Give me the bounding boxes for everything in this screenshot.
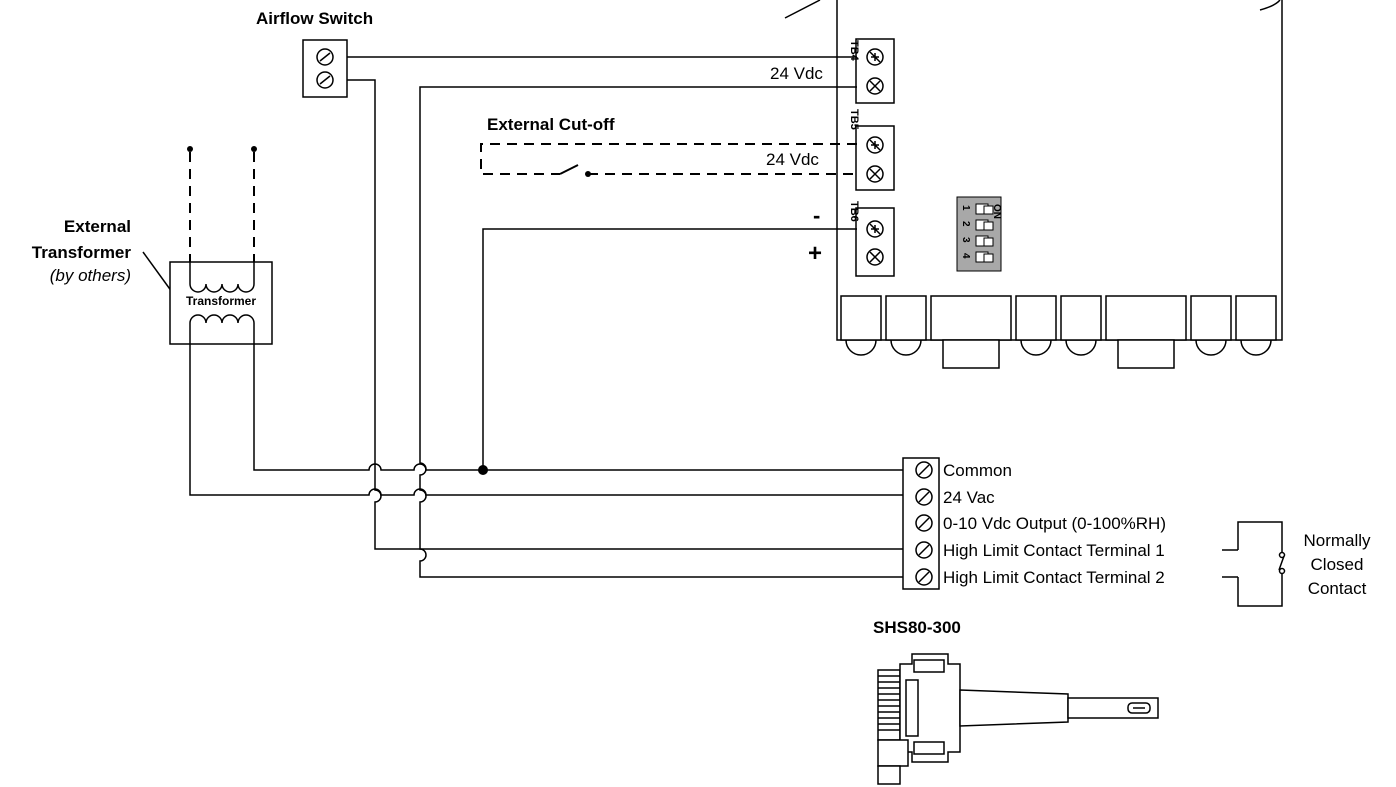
terminal-0-10vdc-output: 0-10 Vdc Output (0-100%RH): [943, 514, 1166, 533]
airflow-switch-label: Airflow Switch: [256, 9, 373, 28]
wires: [189, 56, 903, 578]
nc-label-normally: Normally: [1303, 531, 1371, 550]
dip-number-4: 4: [960, 253, 971, 259]
airflow-switch: Airflow Switch: [256, 9, 373, 98]
external-cutoff: External Cut-off: [480, 115, 857, 177]
terminal-block-tb5: TB5: [848, 109, 895, 191]
tb4-label: TB4: [848, 40, 860, 62]
dip-number-2: 2: [960, 221, 971, 227]
nc-label-contact: Contact: [1308, 579, 1367, 598]
tb5-voltage-label: 24 Vdc: [766, 150, 819, 169]
transformer-box-label: Transformer: [186, 294, 256, 308]
external-transformer: External Transformer (by others) Transfo…: [32, 146, 273, 345]
external-label: External: [64, 217, 131, 236]
minus-sign: -: [813, 203, 820, 228]
dip-number-3: 3: [960, 237, 971, 243]
terminal-24vac: 24 Vac: [943, 488, 995, 507]
tb5-label: TB5: [848, 109, 860, 130]
shs80-terminal-strip: Common 24 Vac 0-10 Vdc Output (0-100%RH)…: [902, 457, 1166, 590]
transformer-label: Transformer: [32, 243, 132, 262]
dip-switch: ON 1 2 3 4: [956, 196, 1002, 272]
controller-board: [784, 0, 1283, 369]
terminal-common: Common: [943, 461, 1012, 480]
external-cutoff-label: External Cut-off: [487, 115, 615, 134]
dip-on-label: ON: [991, 204, 1002, 219]
terminal-block-tb6: TB6: [848, 201, 895, 277]
terminal-block-tb4: TB4: [848, 38, 895, 104]
shs80-300-sensor: SHS80-300: [873, 618, 1159, 785]
tb4-voltage-label: 24 Vdc: [770, 64, 823, 83]
terminal-high-limit-1: High Limit Contact Terminal 1: [943, 541, 1165, 560]
terminal-high-limit-2: High Limit Contact Terminal 2: [943, 568, 1165, 587]
nc-label-closed: Closed: [1311, 555, 1364, 574]
model-label: SHS80-300: [873, 618, 961, 637]
by-others-label: (by others): [50, 266, 131, 285]
dip-number-1: 1: [960, 205, 971, 211]
board-connectors: [840, 295, 1277, 369]
normally-closed-contact: Normally Closed Contact: [1222, 521, 1371, 607]
tb6-label: TB6: [848, 201, 860, 222]
plus-sign: +: [808, 240, 822, 267]
